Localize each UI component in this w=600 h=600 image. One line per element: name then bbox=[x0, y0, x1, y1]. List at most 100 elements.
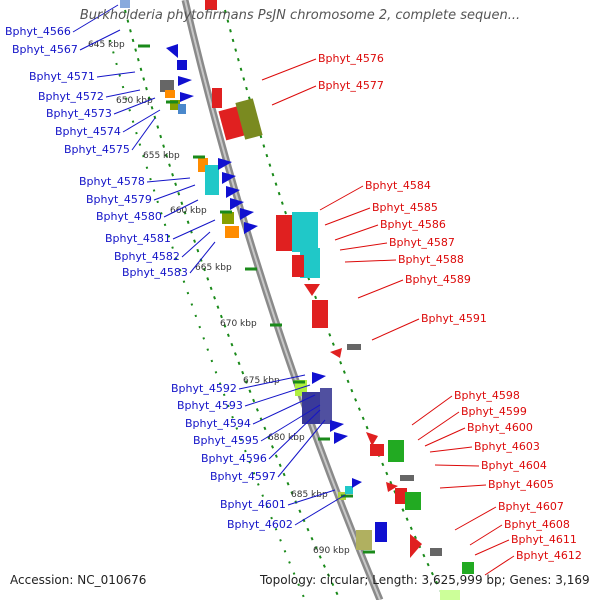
accession-label: Accession: NC_010676 bbox=[10, 573, 147, 587]
left-leader-line bbox=[105, 89, 141, 98]
right-gene-label[interactable]: Bphyt_4586 bbox=[380, 218, 446, 231]
left-leader-line bbox=[181, 231, 211, 258]
gene-blocks bbox=[120, 0, 474, 600]
left-gene-label[interactable]: Bphyt_4596 bbox=[201, 452, 267, 465]
left-gene-label[interactable]: Bphyt_4595 bbox=[193, 434, 259, 447]
right-leader-line bbox=[424, 427, 466, 447]
right-gene-label[interactable]: Bphyt_4589 bbox=[405, 273, 471, 286]
right-leader-line bbox=[469, 524, 503, 546]
scale-label: 650 kbp bbox=[116, 96, 153, 106]
left-gene-label[interactable]: Bphyt_4597 bbox=[210, 470, 276, 483]
right-leader-line bbox=[417, 411, 460, 441]
right-leader-line bbox=[357, 279, 404, 299]
left-gene-label[interactable]: Bphyt_4601 bbox=[220, 498, 286, 511]
right-gene-label[interactable]: Bphyt_4604 bbox=[481, 459, 547, 472]
right-gene-label[interactable]: Bphyt_4611 bbox=[511, 533, 577, 546]
right-leader-line bbox=[474, 539, 510, 556]
left-gene-label[interactable]: Bphyt_4583 bbox=[122, 266, 188, 279]
left-leader-line bbox=[189, 241, 216, 274]
left-leader-line bbox=[96, 71, 136, 78]
left-gene-label[interactable]: Bphyt_4582 bbox=[114, 250, 180, 263]
right-gene-label[interactable]: Bphyt_4605 bbox=[488, 478, 554, 491]
right-leader-line bbox=[334, 224, 379, 241]
right-gene-label[interactable]: Bphyt_4608 bbox=[504, 518, 570, 531]
left-leader-line bbox=[244, 384, 311, 407]
left-gene-label[interactable]: Bphyt_4575 bbox=[64, 143, 130, 156]
left-gene-label[interactable]: Bphyt_4573 bbox=[46, 107, 112, 120]
right-gene-label[interactable]: Bphyt_4587 bbox=[389, 236, 455, 249]
left-leader-line bbox=[72, 4, 119, 33]
right-gene-label[interactable]: Bphyt_4599 bbox=[461, 405, 527, 418]
right-gene-label[interactable]: Bphyt_4591 bbox=[421, 312, 487, 325]
left-leader-line bbox=[287, 489, 336, 506]
left-gene-label[interactable]: Bphyt_4602 bbox=[227, 518, 293, 531]
right-gene-label[interactable]: Bphyt_4585 bbox=[372, 201, 438, 214]
left-gene-label[interactable]: Bphyt_4594 bbox=[185, 417, 251, 430]
left-leader-line bbox=[238, 374, 306, 390]
left-leader-line bbox=[79, 29, 121, 51]
right-leader-line bbox=[411, 395, 453, 426]
left-gene-label[interactable]: Bphyt_4567 bbox=[12, 43, 78, 56]
outer-track-left bbox=[124, 9, 341, 600]
map-title: Burkholderia phytofirmans PsJN chromosom… bbox=[79, 8, 521, 23]
right-leader-line bbox=[429, 446, 473, 453]
right-gene-label[interactable]: Bphyt_4588 bbox=[398, 253, 464, 266]
right-gene-label[interactable]: Bphyt_4576 bbox=[318, 52, 384, 65]
left-leader-lines bbox=[72, 4, 346, 526]
left-leader-line bbox=[294, 494, 346, 526]
right-gene-label[interactable]: Bphyt_4607 bbox=[498, 500, 564, 513]
scale-label: 655 kbp bbox=[143, 151, 180, 161]
right-leader-line bbox=[324, 207, 371, 226]
left-leader-line bbox=[163, 199, 199, 218]
left-gene-label[interactable]: Bphyt_4578 bbox=[79, 175, 145, 188]
scale-label: 660 kbp bbox=[170, 206, 207, 216]
outer-track-right bbox=[224, 9, 446, 600]
left-gene-label[interactable]: Bphyt_4574 bbox=[55, 125, 121, 138]
scale-label: 685 kbp bbox=[291, 490, 328, 500]
right-leader-lines bbox=[261, 58, 515, 576]
right-leader-line bbox=[434, 464, 480, 467]
left-gene-label[interactable]: Bphyt_4580 bbox=[96, 210, 162, 223]
right-leader-line bbox=[319, 185, 364, 211]
right-gene-label[interactable]: Bphyt_4584 bbox=[365, 179, 431, 192]
scale-ticks bbox=[138, 44, 375, 554]
right-gene-label[interactable]: Bphyt_4577 bbox=[318, 79, 384, 92]
right-leader-line bbox=[484, 555, 515, 576]
scale-label: 675 kbp bbox=[243, 376, 280, 386]
right-leader-line bbox=[454, 506, 497, 531]
right-leader-line bbox=[439, 484, 487, 489]
left-leader-line bbox=[146, 177, 191, 183]
right-leader-line bbox=[339, 242, 388, 251]
scale-label: 645 kbp bbox=[88, 40, 125, 50]
right-gene-label[interactable]: Bphyt_4612 bbox=[516, 549, 582, 562]
left-leader-line bbox=[113, 97, 156, 115]
scale-label: 670 kbp bbox=[220, 319, 257, 329]
left-leader-line bbox=[268, 409, 321, 460]
right-leader-line bbox=[261, 58, 317, 81]
scale-label: 680 kbp bbox=[268, 433, 305, 443]
left-gene-label[interactable]: Bphyt_4581 bbox=[105, 232, 171, 245]
right-gene-label[interactable]: Bphyt_4598 bbox=[454, 389, 520, 402]
left-leader-line bbox=[153, 184, 196, 201]
left-leader-line bbox=[277, 419, 326, 478]
scale-label: 690 kbp bbox=[313, 546, 350, 556]
left-gene-label[interactable]: Bphyt_4592 bbox=[171, 382, 237, 395]
left-gene-label[interactable]: Bphyt_4579 bbox=[86, 193, 152, 206]
right-gene-labels: Bphyt_4576Bphyt_4577Bphyt_4584Bphyt_4585… bbox=[318, 52, 582, 562]
left-gene-label[interactable]: Bphyt_4593 bbox=[177, 399, 243, 412]
left-gene-label[interactable]: Bphyt_4572 bbox=[38, 90, 104, 103]
right-leader-line bbox=[371, 318, 420, 341]
left-leader-line bbox=[122, 109, 161, 133]
left-gene-labels: Bphyt_4566Bphyt_4567Bphyt_4571Bphyt_4572… bbox=[5, 25, 293, 531]
left-gene-label[interactable]: Bphyt_4566 bbox=[5, 25, 71, 38]
right-leader-line bbox=[271, 85, 317, 106]
genome-summary-label: Topology: circular; Length: 3,625,999 bp… bbox=[260, 573, 590, 587]
left-leader-line bbox=[172, 219, 216, 240]
right-gene-label[interactable]: Bphyt_4603 bbox=[474, 440, 540, 453]
scale-label: 665 kbp bbox=[195, 263, 232, 273]
left-gene-label[interactable]: Bphyt_4571 bbox=[29, 70, 95, 83]
right-leader-line bbox=[344, 259, 397, 263]
left-leader-line bbox=[252, 394, 316, 425]
right-gene-label[interactable]: Bphyt_4600 bbox=[467, 421, 533, 434]
